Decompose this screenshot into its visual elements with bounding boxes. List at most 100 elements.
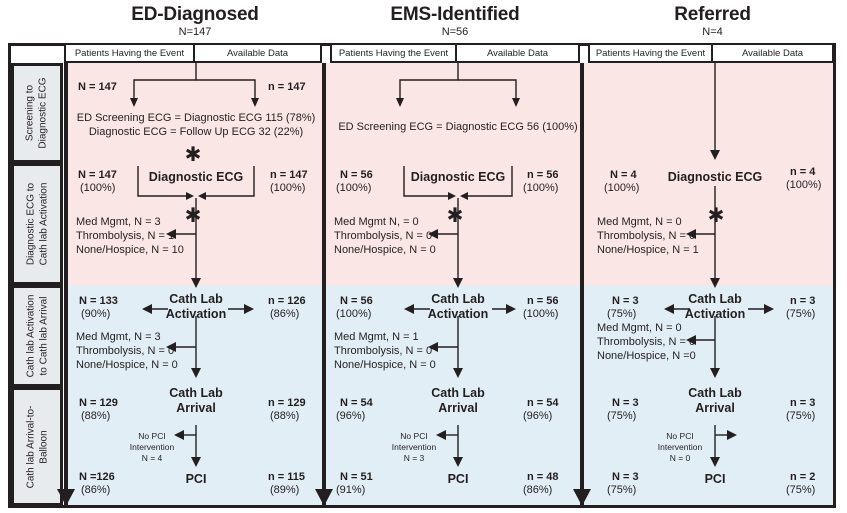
- ref-cath-lab-activation-left-n: N = 3: [612, 295, 639, 307]
- panel-separator-left: [64, 63, 68, 506]
- ed-node-pci: PCI: [185, 472, 207, 486]
- ems-pci-right-pct: (86%): [523, 484, 553, 496]
- ref-node-pci: PCI: [704, 472, 726, 486]
- ed-exclusion-1-line-3: None/Hospice, N = 10: [76, 244, 184, 256]
- ref-exclusion-2-line-3: None/Hospice, N =0: [597, 350, 696, 362]
- ref-diagnostic-ecg-left-pct: (100%): [604, 182, 640, 194]
- ref-diagnostic-ecg-right-n: n = 4: [790, 166, 816, 178]
- ems-diagnostic-ecg-left-pct: (100%): [336, 182, 372, 194]
- ref-exclusion-2-line-2: Thrombolysis, N = 0: [597, 336, 696, 348]
- ems-cath-lab-arrival-right-n: n = 54: [527, 397, 559, 409]
- ed-node-cath-lab-arrival-line2: Arrival: [176, 401, 216, 415]
- ref-node-cath-lab-arrival-line1: Cath Lab: [688, 386, 742, 400]
- ems-star-below-diagnostic-ecg: ✱: [446, 203, 464, 227]
- ed-top-left-n: N = 147: [78, 81, 117, 93]
- ref-no-pci-line-3: N = 0: [669, 453, 691, 463]
- ref-cath-lab-activation-left-pct: (75%): [607, 308, 637, 320]
- ref-exclusion-2-line-1: Med Mgmt, N = 0: [597, 322, 682, 334]
- ref-pci-right-pct: (75%): [786, 484, 816, 496]
- ref-node-cath-lab-activation-line2: Activation: [684, 307, 746, 321]
- ed-pci-left-n: N =126: [79, 471, 115, 483]
- ems-no-pci-line-2: Intervention: [391, 442, 437, 452]
- ed-pci-right-pct: (89%): [270, 484, 300, 496]
- ed-no-pci-line-1: No PCI: [138, 431, 166, 441]
- ref-cath-lab-arrival-left-pct: (75%): [607, 410, 637, 422]
- ed-cath-lab-arrival-right-pct: (88%): [270, 410, 300, 422]
- ed-node-cath-lab-activation-line2: Activation: [165, 307, 227, 321]
- ref-pci-left-n: N = 3: [612, 471, 639, 483]
- ref-cath-lab-arrival-left-n: N = 3: [612, 397, 639, 409]
- ed-diagnostic-ecg-right-n: n = 147: [270, 169, 308, 181]
- ref-exclusion-1-line-1: Med Mgmt, N = 0: [597, 216, 682, 228]
- ref-cath-lab-arrival-right-pct: (75%): [786, 410, 816, 422]
- header-patients-having-event-ems: Patients Having the Event: [332, 45, 455, 61]
- ref-node-cath-lab-arrival-line2: Arrival: [695, 401, 735, 415]
- ems-node-cath-lab-activation-line2: Activation: [427, 307, 489, 321]
- ems-no-pci-line-1: No PCI: [400, 431, 428, 441]
- ed-pci-right-n: n = 115: [268, 471, 306, 483]
- ed-no-pci-line-3: N = 4: [141, 453, 163, 463]
- ed-star-below-diagnostic-ecg: ✱: [184, 203, 202, 227]
- ed-node-diagnostic-ecg: Diagnostic ECG: [148, 170, 244, 184]
- ed-cath-lab-activation-right-n: n = 126: [268, 295, 306, 307]
- ref-node-cath-lab-activation-line1: Cath Lab: [688, 292, 742, 306]
- ems-pci-right-n: n = 48: [527, 471, 559, 483]
- ems-exclusion-1-line-1: Med Mgmt N, = 0: [334, 216, 419, 228]
- ed-screening-line-2: Diagnostic ECG = Follow Up ECG 32 (22%): [88, 126, 304, 138]
- ed-pci-left-pct: (86%): [81, 484, 111, 496]
- ed-no-pci-line-2: Intervention: [129, 442, 175, 452]
- ed-cath-lab-arrival-left-pct: (88%): [81, 410, 111, 422]
- column-title-referred: Referred: [674, 4, 751, 25]
- ed-cath-lab-activation-left-pct: (90%): [81, 308, 111, 320]
- ref-exclusion-1-line-3: None/Hospice, N = 1: [597, 244, 699, 256]
- header-strip-referred: Patients Having the Event Available Data: [588, 43, 834, 63]
- ems-cath-lab-activation-right-n: n = 56: [527, 295, 559, 307]
- ems-screening-line-1: ED Screening ECG = Diagnostic ECG 56 (10…: [338, 121, 578, 133]
- ref-star-below-diagnostic-ecg: ✱: [707, 203, 725, 227]
- ed-cath-lab-activation-right-pct: (86%): [270, 308, 300, 320]
- ed-exclusion-1-line-1: Med Mgmt, N = 3: [76, 216, 161, 228]
- ems-diagnostic-ecg-left-n: N = 56: [340, 169, 373, 181]
- ems-cath-lab-arrival-left-n: N = 54: [340, 397, 373, 409]
- ref-pci-right-n: n = 2: [790, 471, 816, 483]
- ems-node-pci: PCI: [447, 472, 469, 486]
- ems-cath-lab-activation-left-pct: (100%): [336, 308, 372, 320]
- ems-cath-lab-activation-right-pct: (100%): [523, 308, 559, 320]
- ed-screening-line-1: ED Screening ECG = Diagnostic ECG 115 (7…: [76, 112, 316, 124]
- ems-exclusion-2-line-3: None/Hospice, N = 0: [334, 359, 436, 371]
- ed-top-right-n: n = 147: [268, 81, 306, 93]
- ems-cath-lab-arrival-right-pct: (96%): [523, 410, 553, 422]
- header-available-data-referred: Available Data: [711, 45, 832, 61]
- column-subtitle-ed: N=147: [178, 26, 212, 38]
- ref-cath-lab-arrival-right-n: n = 3: [790, 397, 816, 409]
- ems-cath-lab-activation-left-n: N = 56: [340, 295, 373, 307]
- column-title-ems: EMS-Identified: [390, 4, 520, 25]
- ems-diagnostic-ecg-right-n: n = 56: [527, 169, 559, 181]
- ed-cath-lab-activation-left-n: N = 133: [79, 295, 118, 307]
- ref-cath-lab-activation-right-n: n = 3: [790, 295, 816, 307]
- ed-exclusion-2-line-1: Med Mgmt, N = 3: [76, 331, 161, 343]
- column-subtitle-referred: N=4: [702, 26, 723, 38]
- ems-diagnostic-ecg-right-pct: (100%): [523, 182, 559, 194]
- ed-cath-lab-arrival-right-n: n = 129: [268, 397, 306, 409]
- ref-exclusion-1-line-2: Thrombolysis, N = 0: [597, 230, 696, 242]
- row-label-text-4: Cath lab Arrival-to-Balloon: [25, 405, 49, 488]
- ed-diagnostic-ecg-right-pct: (100%): [270, 182, 306, 194]
- ref-pci-left-pct: (75%): [607, 484, 637, 496]
- column-subtitle-ems: N=56: [441, 26, 469, 38]
- header-strip-ems: Patients Having the Event Available Data: [330, 43, 580, 63]
- ed-node-cath-lab-activation-line1: Cath Lab: [169, 292, 223, 306]
- ref-no-pci-line-1: No PCI: [666, 431, 694, 441]
- ems-pci-left-n: N = 51: [340, 471, 373, 483]
- header-patients-having-event-referred: Patients Having the Event: [590, 45, 711, 61]
- ref-node-diagnostic-ecg: Diagnostic ECG: [667, 170, 763, 184]
- ems-exclusion-2-line-2: Thrombolysis, N = 0: [334, 345, 433, 357]
- ref-no-pci-line-2: Intervention: [657, 442, 703, 452]
- panel-separator-ed-ems: [322, 63, 326, 506]
